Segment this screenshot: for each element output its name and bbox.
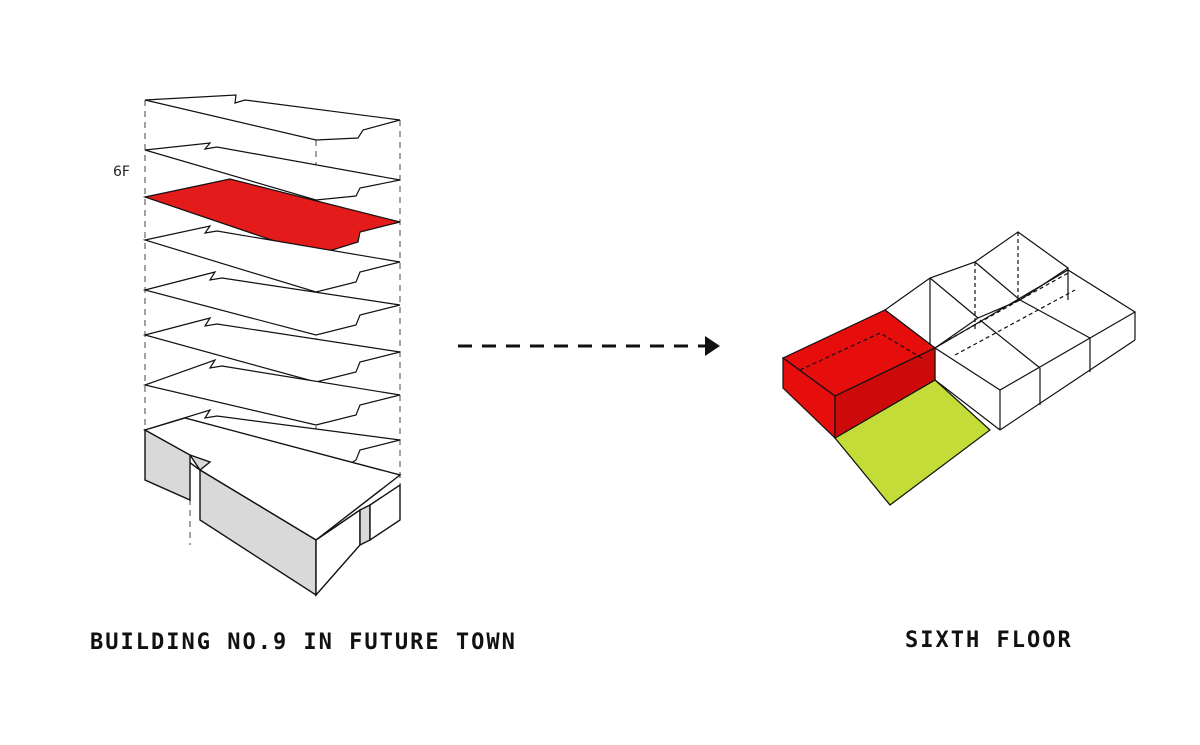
- red-room-front: [834, 347, 936, 440]
- arrow-head-icon: [705, 336, 720, 356]
- base-top: [143, 417, 402, 541]
- base-face-left-a: [144, 428, 191, 502]
- caption-floor: SIXTH FLOOR: [905, 628, 1073, 653]
- floor-slab-7f: [144, 142, 401, 201]
- floor-slab-2f: [142, 358, 401, 426]
- floor-tag-6f: 6F: [113, 164, 130, 180]
- floor-slab-3f: [142, 317, 401, 383]
- base-face-right-b: [369, 483, 401, 542]
- dashed-arrow: [458, 336, 720, 356]
- floor-slab-4f: [142, 271, 401, 336]
- base-block: [143, 417, 402, 597]
- red-room: [781, 309, 937, 440]
- wireframe-rooms: [883, 231, 1137, 431]
- floor-slab-roof: [144, 94, 401, 141]
- sixth-floor-axon: [781, 231, 1137, 506]
- caption-building: BUILDING NO.9 IN FUTURE TOWN: [90, 630, 517, 655]
- base-face-right: [359, 503, 371, 547]
- floor-slab-5f: [142, 225, 401, 293]
- building-exploded-axon: [142, 94, 402, 597]
- base-face-left-b: [188, 453, 212, 472]
